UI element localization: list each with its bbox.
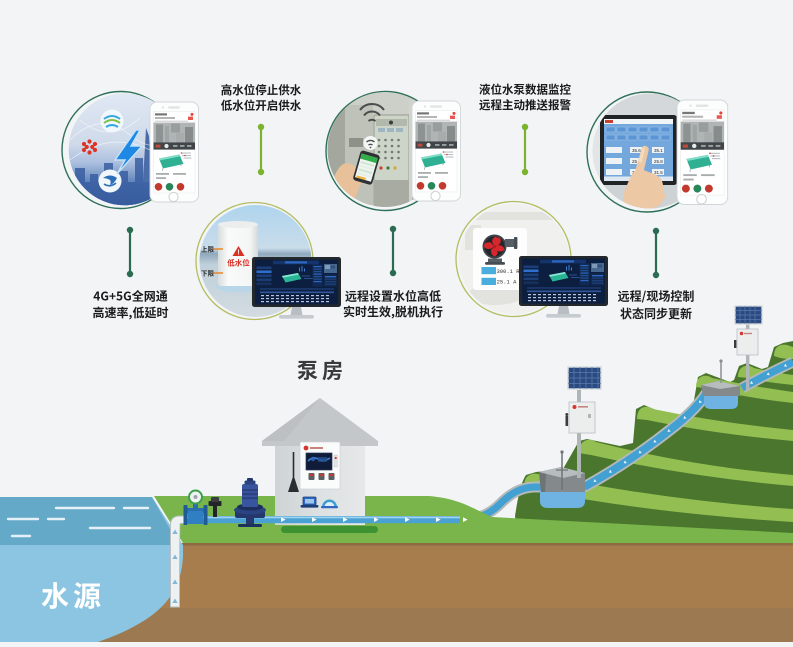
svg-text:远程/现场控制: 远程/现场控制 (618, 288, 695, 305)
svg-text:高水位停止供水: 高水位停止供水 (221, 82, 302, 98)
svg-text:300.1 R: 300.1 R (496, 268, 520, 275)
svg-text:下限: 下限 (201, 268, 215, 278)
svg-text:状态同步更新: 状态同步更新 (620, 305, 692, 322)
svg-text:高速率,低延时: 高速率,低延时 (93, 304, 169, 321)
svg-text:水源: 水源 (41, 575, 105, 615)
svg-text:25.8: 25.8 (654, 159, 663, 164)
svg-text:液位水泵数据监控: 液位水泵数据监控 (479, 82, 571, 98)
svg-text:25.1: 25.1 (632, 159, 641, 164)
svg-text:远程设置水位高低: 远程设置水位高低 (345, 288, 441, 305)
svg-text:35.6: 35.6 (632, 148, 641, 153)
svg-text:35.1: 35.1 (654, 148, 663, 153)
svg-text:实时生效,脱机执行: 实时生效,脱机执行 (343, 303, 443, 320)
svg-text:上限: 上限 (201, 244, 215, 254)
svg-text:低水位: 低水位 (227, 257, 250, 268)
svg-text:低水位开启供水: 低水位开启供水 (221, 97, 302, 113)
svg-text:31.5: 31.5 (654, 170, 663, 175)
svg-text:泵房: 泵房 (297, 355, 347, 385)
svg-text:4G+5G全网通: 4G+5G全网通 (93, 288, 167, 305)
svg-text:远程主动推送报警: 远程主动推送报警 (479, 97, 571, 113)
svg-text:25.1 A: 25.1 A (497, 279, 518, 286)
svg-text:!: ! (237, 250, 239, 257)
